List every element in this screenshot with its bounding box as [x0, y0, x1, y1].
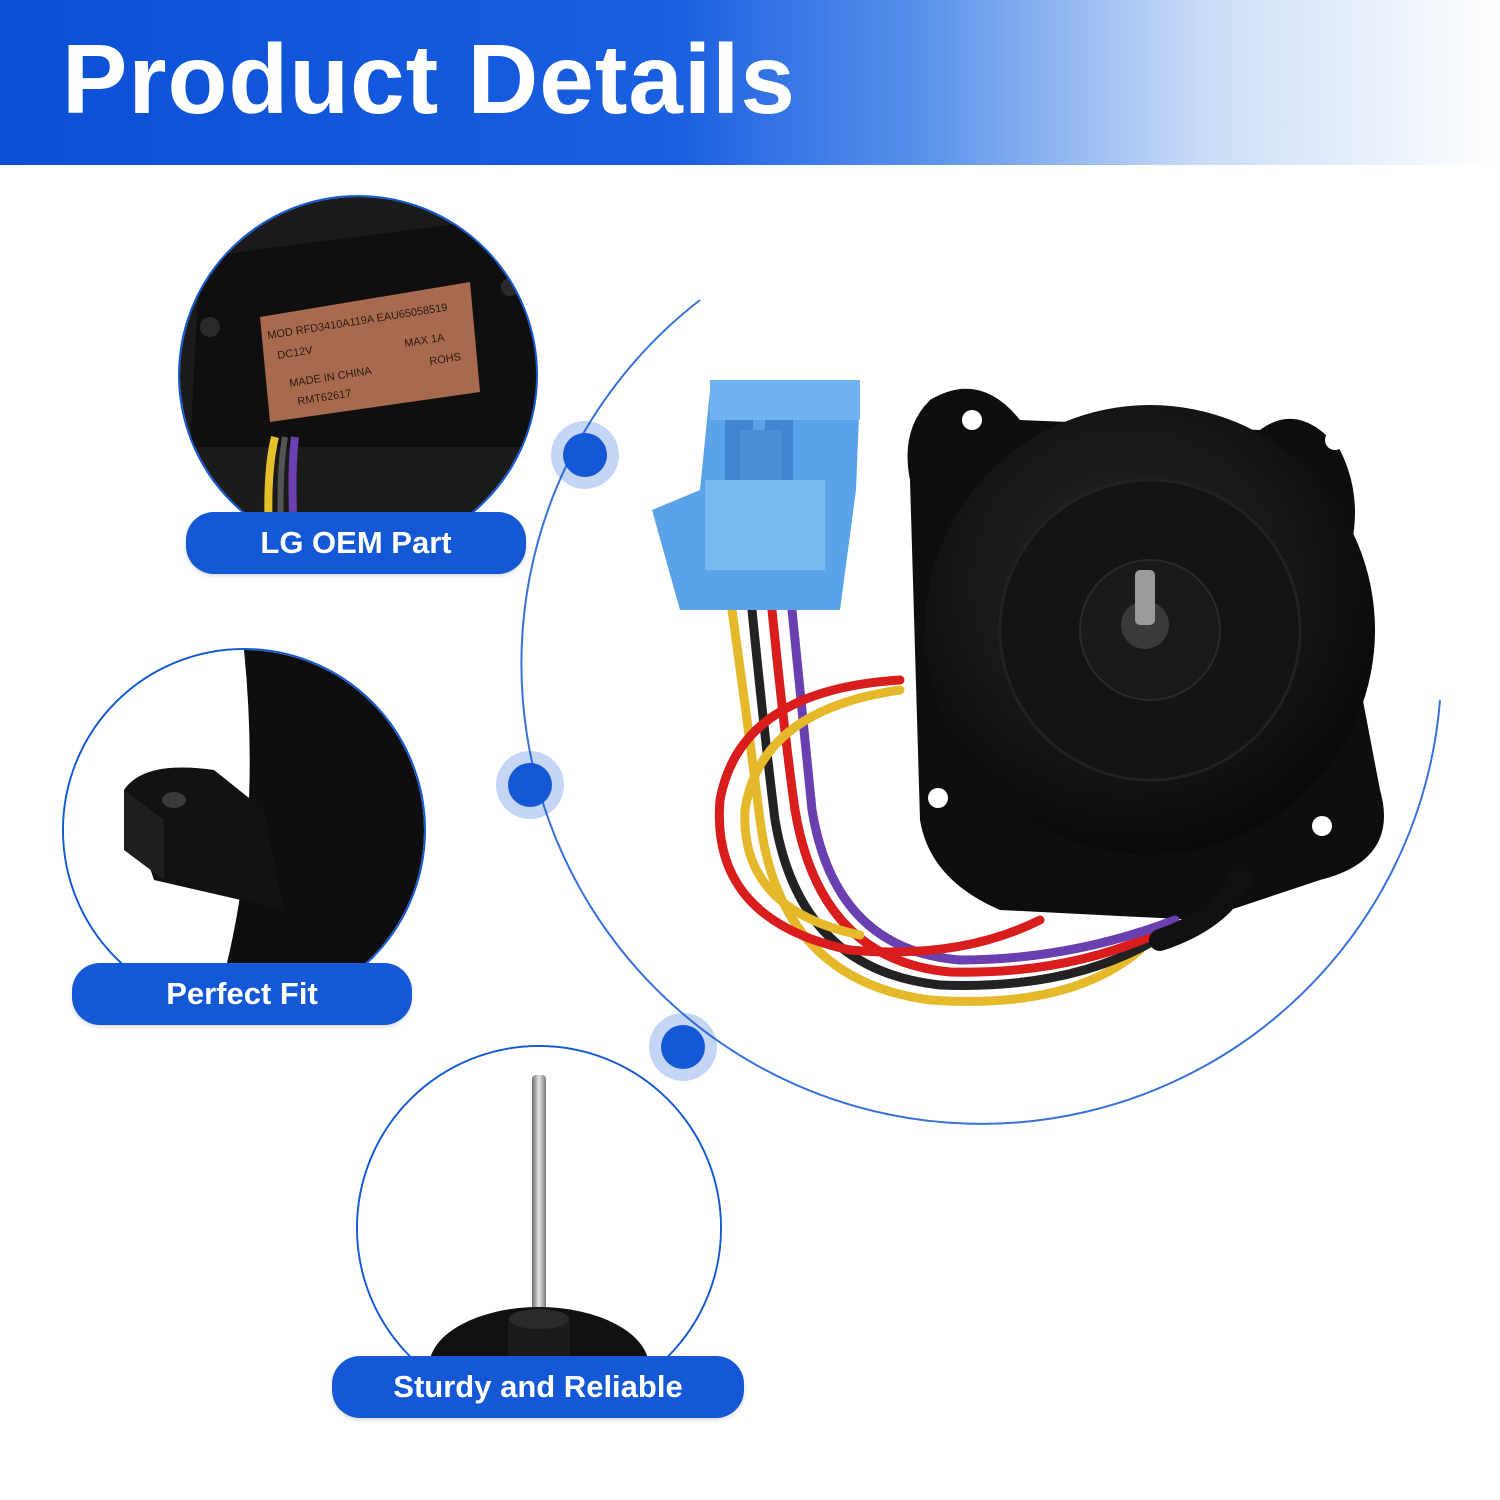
mounting-tab-closeup — [64, 650, 424, 1010]
mount-hole-4 — [1312, 816, 1332, 836]
dot-fit — [508, 763, 552, 807]
mount-hole-1 — [962, 410, 982, 430]
wire-harness — [714, 605, 1251, 1006]
main-motor-image — [652, 380, 1384, 1006]
label-oem-part: LG OEM Part — [186, 512, 526, 574]
detail-circle-label: MOD RFD3410A119A EAU65058519 DC12V MAX 1… — [178, 195, 538, 555]
blue-connector — [652, 380, 860, 610]
detail-circle-fit — [62, 648, 426, 1012]
dot-sturdy — [661, 1025, 705, 1069]
detail-circle-shaft — [356, 1045, 722, 1411]
motor-label-closeup: MOD RFD3410A119A EAU65058519 DC12V MAX 1… — [180, 197, 536, 553]
label-line2: DC12V — [277, 344, 315, 362]
header-banner — [0, 0, 1500, 165]
label-line5: ROHS — [429, 351, 462, 368]
dot-oem — [563, 433, 607, 477]
page-title: Product Details — [62, 24, 796, 134]
label-sturdy-reliable: Sturdy and Reliable — [332, 1356, 744, 1418]
mount-hole-3 — [928, 788, 948, 808]
label-perfect-fit: Perfect Fit — [72, 963, 412, 1025]
mount-hole-2 — [1325, 430, 1345, 450]
